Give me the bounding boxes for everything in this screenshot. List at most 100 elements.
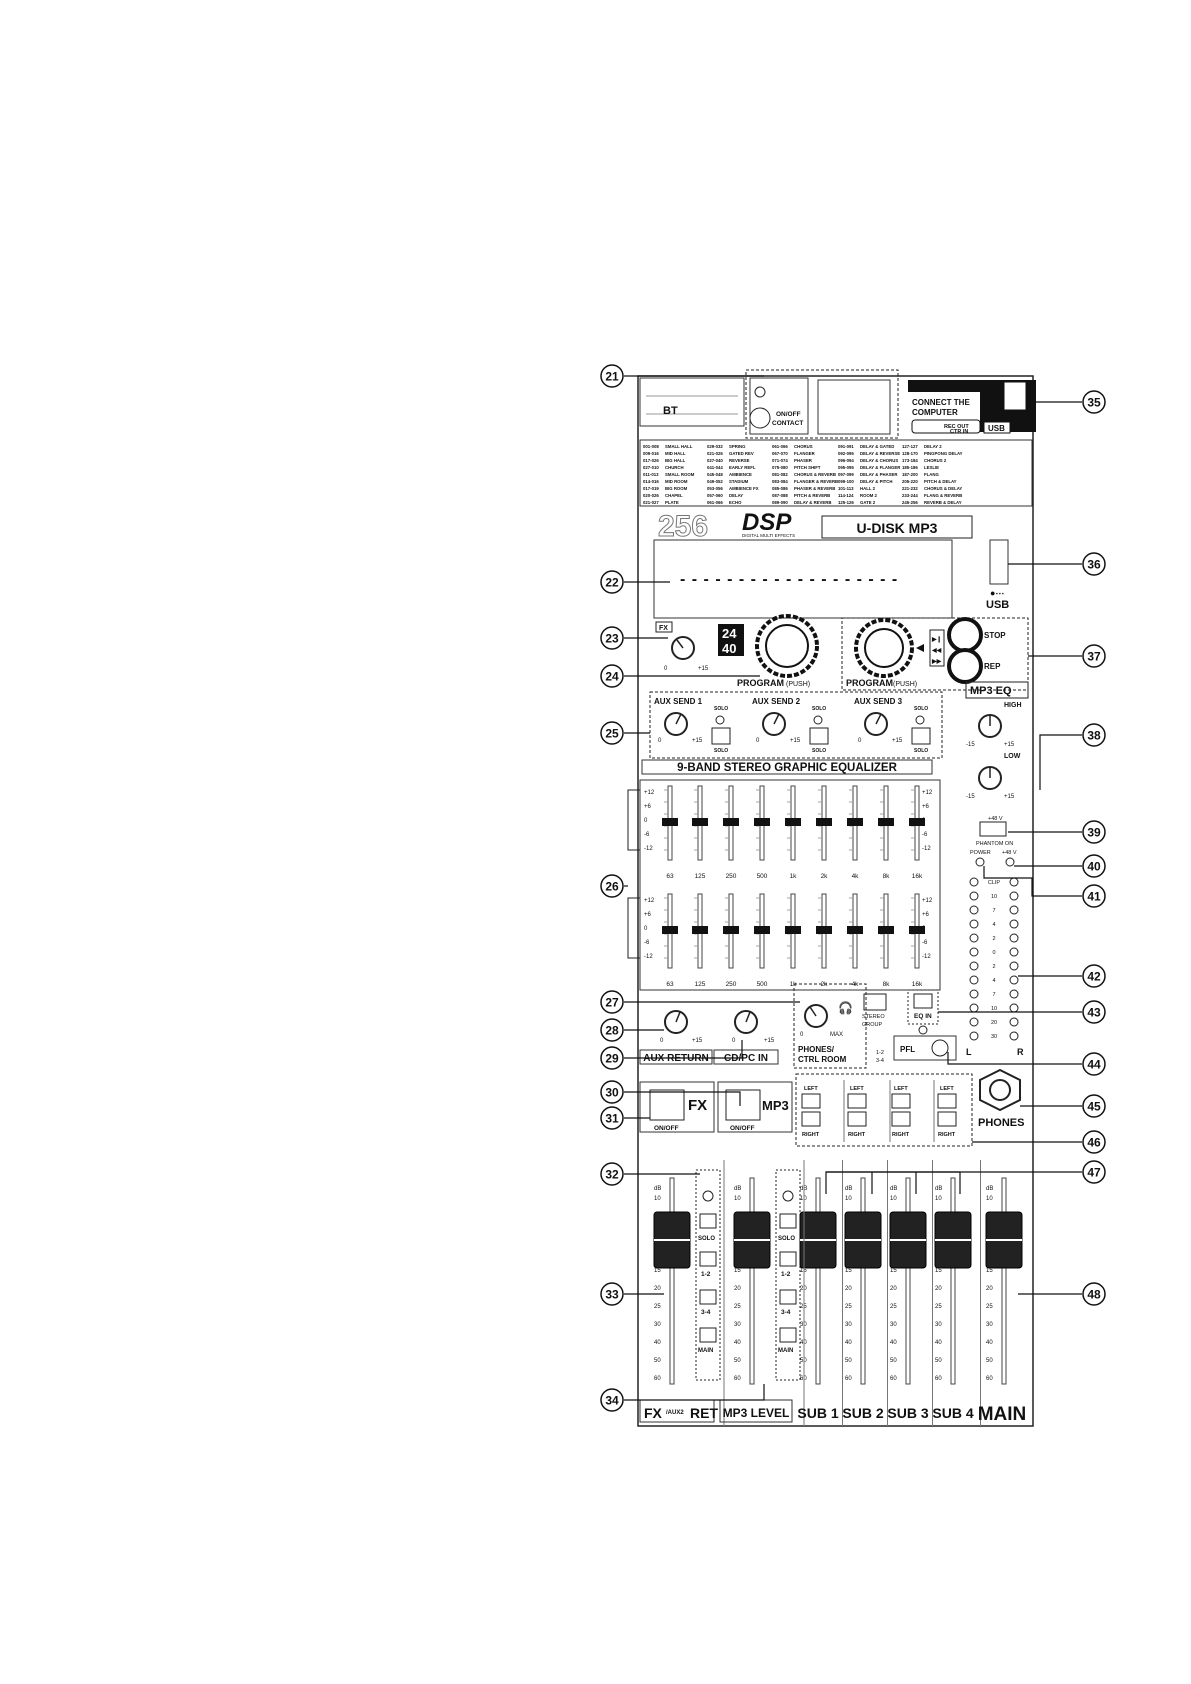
geq-slider-cap-l-7[interactable] [878,818,894,826]
mp3-eq-low-max: +15 [1004,794,1015,800]
geq-slider-cap-l-1[interactable] [692,818,708,826]
fx-ret-scale-label: 30 [654,1322,661,1328]
mp3-level-scale-label: 40 [734,1340,741,1346]
returns-section: 0 +15 AUX RETURN 0 +15 CD/PC IN [639,1010,779,1065]
sub1-left-switch[interactable] [801,1093,821,1109]
sub4-left-label: LEFT [940,1086,954,1092]
geq-slider-cap-r-2[interactable] [723,926,739,934]
preset-name: STADIUM [729,479,749,484]
sub2-left-switch[interactable] [847,1093,867,1109]
fx-ret-solo-led [702,1190,714,1202]
meter-led-right [1009,891,1019,901]
geq-slider-cap-r-4[interactable] [785,926,801,934]
callout-32-marker [600,1162,624,1186]
geq-slider-cap-r-0[interactable] [662,926,678,934]
callout-46-marker [1082,1130,1106,1154]
play-pause-icon[interactable]: ▶❙ [931,636,942,643]
aux-send2-pointer [773,713,780,725]
rep-button[interactable] [947,648,983,684]
geq-slider-cap-r-6[interactable] [847,926,863,934]
geq-slider-cap-l-6[interactable] [847,818,863,826]
lcd-display [653,539,953,619]
mp3-level-scale-label: 30 [734,1322,741,1328]
stop-label: STOP [984,631,1006,640]
callout-41-marker [1082,884,1106,908]
sub4-scale-label: 30 [935,1322,942,1328]
mp3-level-assign-34-button[interactable] [779,1289,797,1305]
stereo-group-switch[interactable] [863,993,887,1011]
preset-range: 001-008 [643,444,659,449]
callout-40-number: 40 [1087,860,1101,874]
geq-slider-cap-l-4[interactable] [785,818,801,826]
preset-range: 205-220 [902,479,918,484]
sub1-right-switch[interactable] [801,1111,821,1127]
aux-send3-solo-button[interactable] [911,727,931,745]
mp3-level-assign-main-button[interactable] [779,1327,797,1343]
geq-scale-right: +6 [922,912,930,918]
aux-send1-min: 0 [658,738,662,744]
fx-onoff-switch[interactable] [649,1089,685,1121]
fx-ret-assign-main-button[interactable] [699,1327,717,1343]
pfl-button[interactable] [931,1039,949,1057]
aux-send1-solo-button[interactable] [711,727,731,745]
geq-slider-cap-l-2[interactable] [723,818,739,826]
preset-name: MID ROOM [665,479,688,484]
geq-slider-cap-r-7[interactable] [878,926,894,934]
mp3-onoff-switch[interactable] [725,1089,761,1121]
geq-slider-cap-r-8[interactable] [909,926,925,934]
aux-send2-solo-led [813,715,823,725]
sub2-fader-track [860,1177,866,1385]
phantom-switch[interactable] [979,821,1007,837]
meter-scale-label: 7 [992,908,995,914]
geq-slider-cap-r-5[interactable] [816,926,832,934]
mp3-level-solo-button[interactable] [779,1213,797,1229]
aux-send3-solo-label: SOLO [914,706,928,712]
meter-scale-label: 2 [992,964,995,970]
phantom-section: +48 V PHANTOM ON POWER +48 V [970,816,1017,867]
callout-30-marker [600,1080,624,1104]
callout-47-marker [1082,1160,1106,1184]
geq-band-label: 250 [726,981,737,988]
mp3-level-assign-main-label: MAIN [778,1348,793,1354]
mp3-level-assign-group [775,1169,801,1381]
sub2-right-switch[interactable] [847,1111,867,1127]
fx-ret-assign-34-button[interactable] [699,1289,717,1305]
callout-27-marker [600,990,624,1014]
geq-slider-cap-l-5[interactable] [816,818,832,826]
fx-program-encoder[interactable] [755,614,819,678]
preset-range: 067-070 [772,451,788,456]
previous-icon[interactable]: ◀◀ [931,647,942,654]
preset-name: PITCH & REVERB [794,493,830,498]
callout-46-number: 46 [1087,1136,1101,1150]
bt-contact-group [745,369,899,439]
mp3-level-assign-12-button[interactable] [779,1251,797,1267]
geq-slider-cap-r-3[interactable] [754,926,770,934]
usb-port[interactable] [989,539,1009,585]
callout-25-marker [600,721,624,745]
aux-send2-solo-button[interactable] [809,727,829,745]
sub4-left-switch[interactable] [937,1093,957,1109]
geq-bracket [627,897,640,959]
geq-slider-cap-l-3[interactable] [754,818,770,826]
next-icon[interactable]: ▶▶ [931,658,942,665]
sub4-right-switch[interactable] [937,1111,957,1127]
bt-onoff-button[interactable] [749,407,771,429]
fx-ret-assign-12-button[interactable] [699,1251,717,1267]
aux-send2-min: 0 [756,738,760,744]
sub3-left-switch[interactable] [891,1093,911,1109]
phantom-on-label: PHANTOM ON [976,841,1013,847]
mp3-program-encoder[interactable] [854,618,914,678]
geq-scale-left: -12 [644,846,653,852]
geq-slider-cap-l-0[interactable] [662,818,678,826]
sub3-right-switch[interactable] [891,1111,911,1127]
mp3-push-label: (PUSH) [893,681,917,688]
stop-button[interactable] [947,617,983,653]
preset-range: 114-124 [838,493,854,498]
geq-band-label: 2k [821,873,829,880]
fx-ret-solo-button[interactable] [699,1213,717,1229]
aux-return-max: +15 [692,1038,703,1044]
geq-slider-cap-l-8[interactable] [909,818,925,826]
geq-slider-cap-r-1[interactable] [692,926,708,934]
preset-name: CHORUS 2 [924,458,947,463]
eq-in-switch[interactable] [913,993,933,1009]
